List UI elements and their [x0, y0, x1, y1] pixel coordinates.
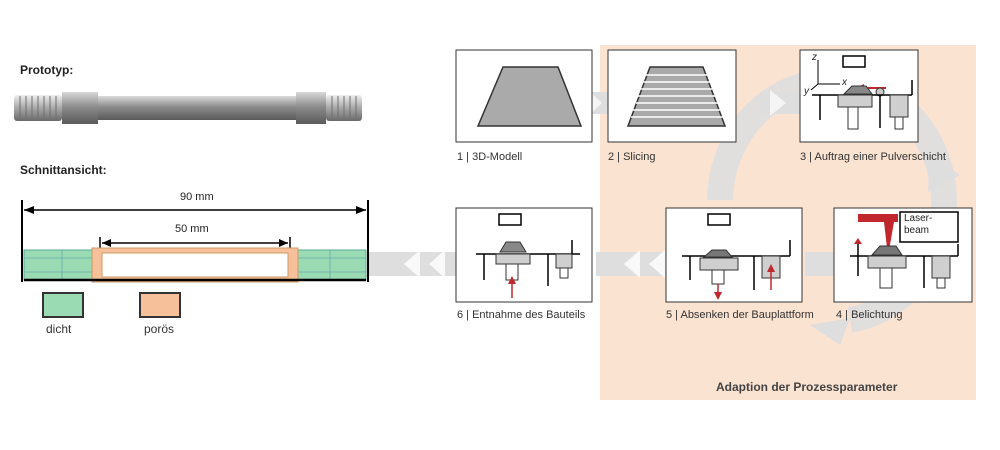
flow-band-bottom [368, 250, 835, 278]
step-3-graphic [799, 49, 919, 143]
adaption-label: Adaption der Prozessparameter [716, 380, 898, 394]
step-2-graphic [607, 49, 737, 143]
axis-y-label: y [804, 86, 809, 97]
step-6-caption: 6 | Entnahme des Bauteils [457, 309, 586, 321]
legend-dense-label: dicht [46, 322, 72, 336]
prototype-label: Prototyp: [20, 63, 74, 77]
legend-porous-label: porös [144, 322, 175, 336]
step-1-caption: 1 | 3D-Modell [457, 151, 523, 163]
laser-beam-label: Laser- beam [904, 213, 933, 236]
step-1-graphic [455, 49, 593, 143]
step-5-graphic [665, 207, 803, 303]
step-4-caption: 4 | Belichtung [836, 309, 903, 321]
section-view [21, 200, 369, 283]
axis-z-label: z [812, 52, 817, 63]
legend-porous-swatch [139, 292, 181, 318]
section-view-label: Schnittansicht: [20, 163, 107, 177]
step-2-caption: 2 | Slicing [608, 151, 656, 163]
dimension-50mm: 50 mm [175, 223, 209, 235]
legend-dense-swatch [42, 292, 84, 318]
step-3-caption: 3 | Auftrag einer Pulverschicht [800, 151, 946, 163]
axis-x-label: x [842, 77, 847, 88]
step-5-caption: 5 | Absenken der Bauplattform [666, 309, 814, 321]
dense-section-left [23, 249, 97, 281]
step-4-graphic [833, 207, 973, 303]
step-6-graphic [455, 207, 593, 303]
dimension-90mm: 90 mm [180, 191, 214, 203]
prototype-bolt-image [14, 92, 362, 124]
